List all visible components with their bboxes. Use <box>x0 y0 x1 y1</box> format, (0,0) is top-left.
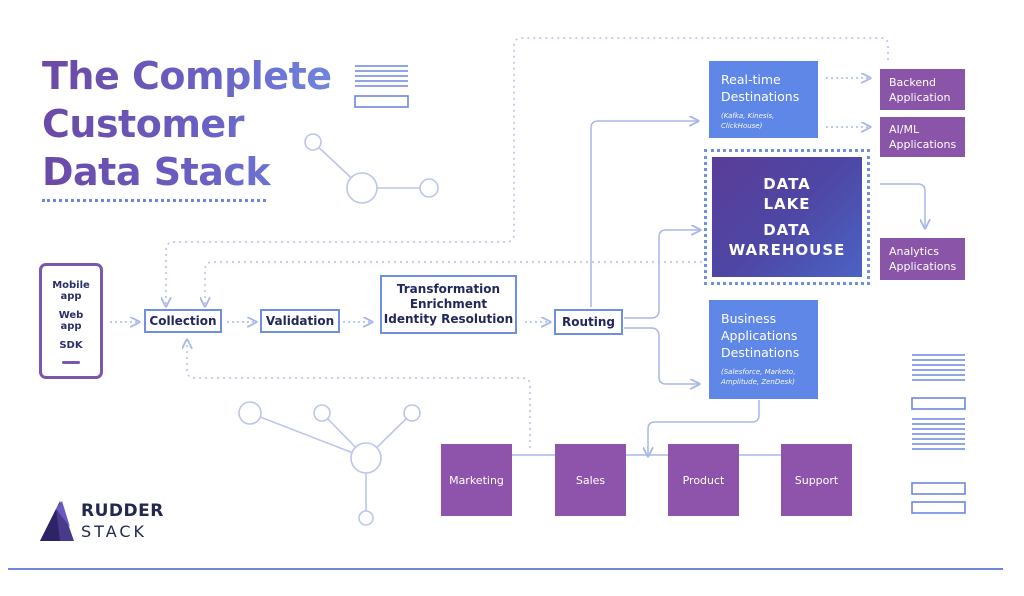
team-marketing: Marketing <box>441 444 512 516</box>
dest-example-line: Amplitude, ZenDesk) <box>721 378 795 386</box>
title-underline <box>42 199 266 202</box>
device-home-bar <box>62 361 80 364</box>
source-label: app <box>60 321 82 332</box>
step-label: Identity Resolution <box>383 312 514 326</box>
decor-lines-top <box>354 65 409 108</box>
dest-title: Destinations <box>721 89 800 104</box>
routing-step: Routing <box>554 309 623 335</box>
dest-title: Destinations <box>721 345 800 360</box>
source-label: Mobile <box>52 280 90 291</box>
analytics-applications: Analytics Applications <box>880 238 965 280</box>
app-label: Applications <box>889 138 957 151</box>
source-web-app: Web app <box>59 310 84 332</box>
aiml-applications: AI/ML Applications <box>880 117 965 157</box>
dest-title: Applications <box>721 328 798 343</box>
transformation-step: Transformation Enrichment Identity Resol… <box>380 275 517 334</box>
storage-label: DATA <box>763 175 811 193</box>
dest-title: Business <box>721 311 777 326</box>
bottom-rule <box>8 568 1003 570</box>
dest-examples: (Salesforce, Marketo, Amplitude, ZenDesk… <box>721 367 795 387</box>
data-lake-warehouse: DATA LAKE DATA WAREHOUSE <box>712 157 862 277</box>
team-sales: Sales <box>555 444 626 516</box>
logo-wordmark: RUDDER <box>81 501 164 521</box>
title-line: Data Stack <box>42 150 271 194</box>
dest-example-line: ClickHouse) <box>721 122 763 130</box>
source-label: Web <box>58 310 84 321</box>
source-label: app <box>60 291 82 302</box>
title-line: The Complete <box>42 54 332 98</box>
realtime-destinations: Real-time Destinations (Kafka, Kinesis, … <box>709 61 818 138</box>
dest-example-line: (Kafka, Kinesis, <box>721 112 775 120</box>
source-sdk: SDK <box>59 340 83 351</box>
backend-application: Backend Application <box>880 69 965 110</box>
page-title: The Complete Customer Data Stack <box>42 52 332 196</box>
storage-frame <box>704 149 870 285</box>
team-product: Product <box>668 444 739 516</box>
logo-wordmark: STACK <box>81 522 148 541</box>
app-label: Applications <box>889 260 957 273</box>
app-label: Backend <box>889 75 937 89</box>
step-label: Transformation <box>396 282 501 296</box>
decor-network-top <box>304 133 439 204</box>
title-line: Customer <box>42 102 244 146</box>
rudderstack-logo-icon <box>40 501 74 541</box>
storage-label: DATA <box>763 221 811 239</box>
storage-label: LAKE <box>763 195 811 213</box>
dest-title: Real-time <box>721 72 781 87</box>
dest-example-line: (Salesforce, Marketo, <box>721 368 796 376</box>
decor-lines-right <box>911 354 966 514</box>
app-label: Analytics <box>889 245 939 258</box>
sources-box: Mobile app Web app SDK <box>39 263 103 379</box>
business-destinations: Business Applications Destinations (Sale… <box>709 300 818 399</box>
validation-step: Validation <box>260 309 340 333</box>
storage-label: WAREHOUSE <box>728 241 846 259</box>
step-label: Enrichment <box>409 297 488 311</box>
source-mobile-app: Mobile app <box>52 280 90 302</box>
rudderstack-logo: RUDDER STACK <box>38 497 178 545</box>
decor-network-bottom <box>238 401 421 526</box>
app-label: Application <box>889 90 951 104</box>
app-label: AI/ML <box>889 123 920 136</box>
collection-step: Collection <box>144 309 222 333</box>
dest-examples: (Kafka, Kinesis, ClickHouse) <box>721 111 774 131</box>
team-support: Support <box>781 444 852 516</box>
